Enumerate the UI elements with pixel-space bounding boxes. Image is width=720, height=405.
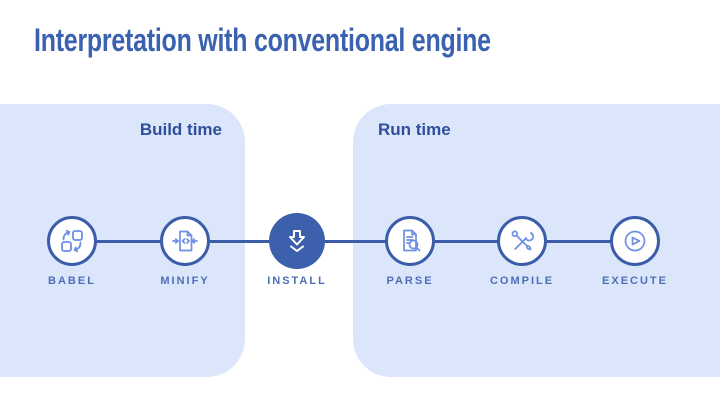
step-label: EXECUTE: [602, 275, 668, 287]
compile-node: [497, 216, 547, 266]
pipeline-connector-line: [72, 240, 635, 243]
babel-node: [47, 216, 97, 266]
step-label: PARSE: [386, 275, 434, 287]
transform-icon: [61, 229, 83, 253]
step-label: INSTALL: [267, 275, 327, 287]
step-label: BABEL: [48, 275, 96, 287]
parse-node: [385, 216, 435, 266]
execute-node: [610, 216, 660, 266]
build-time-heading: Build time: [139, 120, 222, 139]
minify-node: [160, 216, 210, 266]
download-icon: [289, 230, 305, 252]
compress-code-icon: [172, 230, 198, 252]
run-time-heading: Run time: [378, 120, 451, 139]
step-execute: EXECUTE: [590, 216, 680, 296]
install-node: [269, 213, 325, 269]
step-install: INSTALL: [252, 213, 342, 296]
document-search-icon: [403, 229, 421, 252]
step-compile: COMPILE: [477, 216, 567, 296]
step-parse: PARSE: [365, 216, 455, 296]
step-babel: BABEL: [27, 216, 117, 296]
play-icon: [624, 230, 646, 252]
step-minify: MINIFY: [140, 216, 230, 296]
tools-icon: [511, 230, 534, 251]
page-title: Interpretation with conventional engine: [34, 22, 491, 58]
step-label: MINIFY: [160, 275, 210, 287]
step-label: COMPILE: [489, 275, 555, 287]
